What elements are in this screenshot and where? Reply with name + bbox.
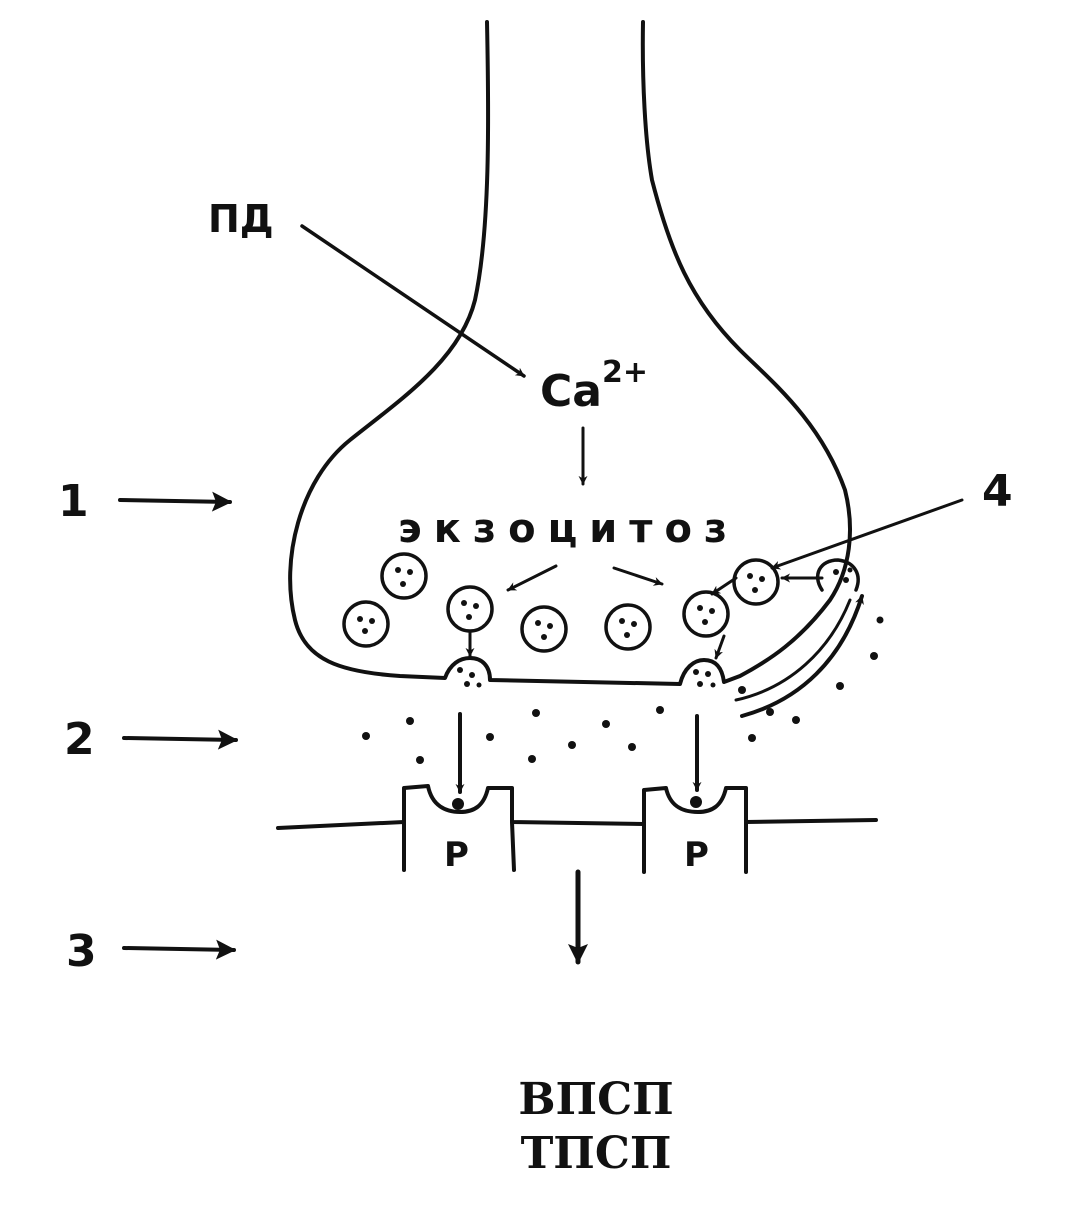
postsynaptic-membrane bbox=[276, 784, 878, 830]
vesicle-docking-arrow bbox=[710, 576, 738, 596]
label-4: 4 bbox=[982, 466, 1013, 517]
label-3-arrow bbox=[122, 939, 236, 960]
vesicle bbox=[732, 558, 780, 606]
label-1: 1 bbox=[58, 476, 89, 527]
pd-arrow bbox=[300, 224, 526, 378]
calcium-charge: 2+ bbox=[602, 355, 648, 390]
epsp-label: ВПСП bbox=[518, 1074, 673, 1125]
label-1-arrow bbox=[118, 491, 232, 512]
fused-vesicle-right bbox=[693, 669, 716, 688]
exocytosis-label: экзоцитоз bbox=[398, 506, 739, 552]
label-2: 2 bbox=[64, 714, 95, 765]
vesicle-to-membrane-arrow-right bbox=[714, 634, 726, 660]
vesicle bbox=[342, 600, 390, 648]
bound-transmitter-right bbox=[690, 796, 702, 808]
receptor-left-label: P bbox=[444, 835, 469, 875]
vesicle bbox=[380, 552, 428, 600]
action-potential-label: ПД bbox=[208, 197, 274, 241]
exocytosis-right-arrow bbox=[612, 566, 664, 586]
bound-transmitter-left bbox=[452, 798, 464, 810]
receptor-left-wall-r bbox=[510, 820, 516, 872]
receptor-right-label: P bbox=[684, 835, 709, 875]
calcium-label: Ca2+ bbox=[540, 355, 648, 417]
vesicle bbox=[682, 590, 730, 638]
exocytosis-left-arrow bbox=[506, 564, 558, 592]
fused-vesicle-left bbox=[457, 667, 482, 688]
vesicle bbox=[604, 603, 652, 651]
calcium-symbol: Ca bbox=[540, 366, 602, 417]
endocytosis-pocket-content bbox=[833, 567, 853, 583]
ipsp-label: ТПСП bbox=[521, 1128, 672, 1179]
label-2-arrow bbox=[122, 729, 238, 750]
reuptake-arrow-inner bbox=[734, 598, 852, 702]
vesicle bbox=[446, 585, 494, 633]
label-4-pointer bbox=[770, 498, 964, 570]
label-3: 3 bbox=[66, 926, 97, 977]
reuptake-arrow bbox=[740, 594, 864, 718]
presynaptic-terminal-outline bbox=[288, 20, 852, 686]
vesicle bbox=[520, 605, 568, 653]
neurotransmitter-molecules bbox=[362, 616, 884, 764]
